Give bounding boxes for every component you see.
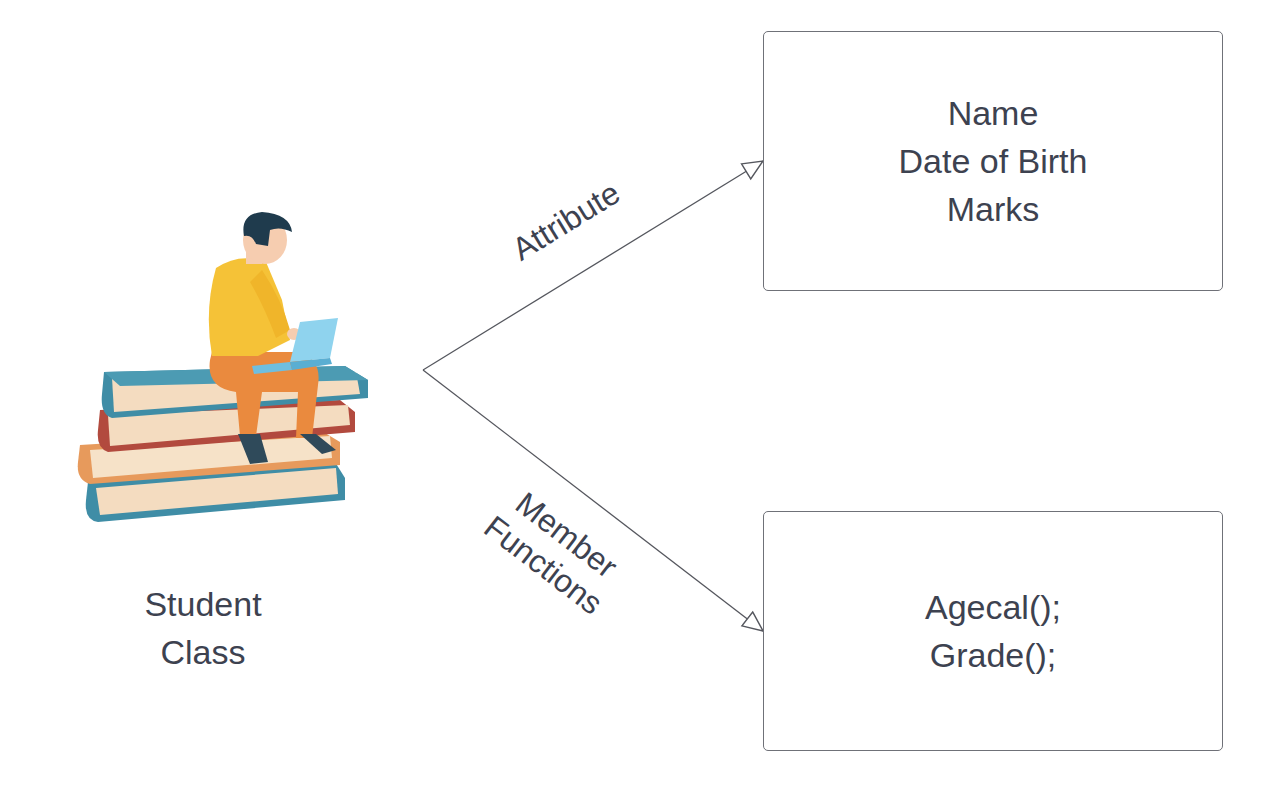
- book-stack: [78, 366, 368, 522]
- member-text: Name: [948, 89, 1039, 137]
- edge-label: Member Functions: [457, 462, 654, 638]
- edge-label: Attribute: [454, 142, 678, 300]
- function-box: Agecal();Grade();: [763, 511, 1223, 751]
- member-text: Date of Birth: [899, 137, 1088, 185]
- member-text: Agecal();: [925, 583, 1061, 631]
- class-name: Student Class: [128, 580, 278, 676]
- member-text: Grade();: [930, 631, 1057, 679]
- attribute-box: NameDate of BirthMarks: [763, 31, 1223, 291]
- student-figure: [209, 212, 338, 464]
- class-figure: Student Class: [70, 180, 423, 680]
- member-text: Marks: [947, 185, 1040, 233]
